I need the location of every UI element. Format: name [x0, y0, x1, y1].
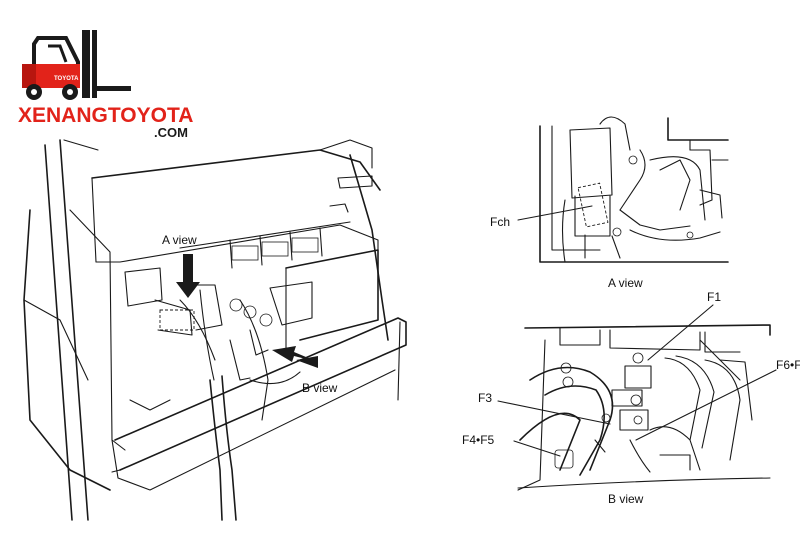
- detail-a-view: Fch A view: [490, 116, 729, 290]
- main-battery-compartment-drawing: A view B view: [23, 139, 407, 521]
- forklift-icon: TOYOTA: [22, 30, 131, 100]
- main-b-view-label: B view: [302, 381, 338, 395]
- logo-badge: TOYOTA: [54, 76, 79, 82]
- logo-wordmark: XENANGTOYOTA: [18, 104, 193, 127]
- callout-f6-f7: F6•F7: [776, 358, 800, 372]
- detail-b-view: F1 F3 F4•F5 F6•F7 B view: [462, 290, 800, 506]
- callout-fch: Fch: [490, 215, 510, 229]
- callout-f4-f5: F4•F5: [462, 433, 495, 447]
- callout-f1: F1: [707, 290, 721, 304]
- logo-domain: .COM: [154, 125, 188, 140]
- detail-a-caption: A view: [608, 276, 643, 290]
- main-a-view-label: A view: [162, 233, 197, 247]
- callout-f3: F3: [478, 391, 492, 405]
- b-view-arrow: [272, 346, 318, 368]
- detail-b-caption: B view: [608, 492, 644, 506]
- brand-logo: TOYOTA XENANGTOYOTA .COM: [18, 30, 193, 140]
- a-view-arrow: [176, 254, 200, 298]
